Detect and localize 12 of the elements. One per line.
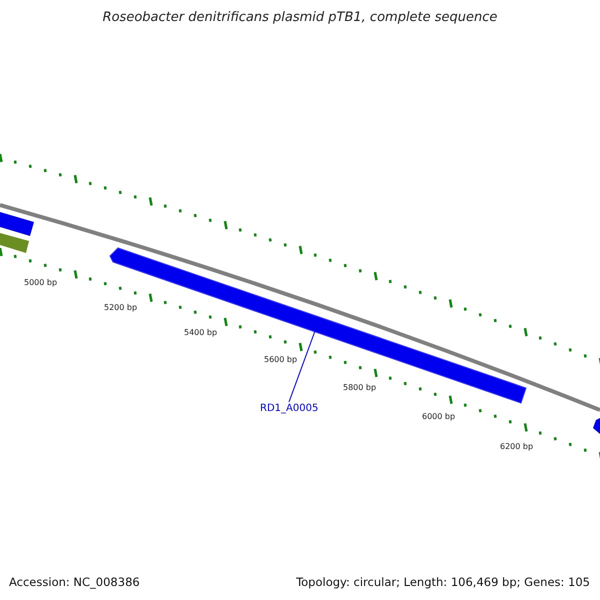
scale-label: 5400 bp [184, 328, 218, 337]
scale-label: 6200 bp [500, 442, 534, 451]
accession-text: Accession: NC_008386 [9, 575, 140, 589]
scale-label: 5200 bp [104, 303, 138, 312]
scale-label: 5800 bp [343, 383, 376, 392]
leader-line [288, 330, 316, 402]
summary-text: Topology: circular; Length: 106,469 bp; Genes: 105 [296, 575, 590, 589]
scale-label: 5600 bp [264, 355, 298, 364]
gene-label: RD1_A0005 [260, 403, 318, 414]
title: Roseobacter denitrificans plasmid pTB1, complete sequence [102, 10, 498, 25]
scale-label: 6000 bp [422, 412, 456, 421]
scale-label: 5000 bp [24, 278, 58, 287]
